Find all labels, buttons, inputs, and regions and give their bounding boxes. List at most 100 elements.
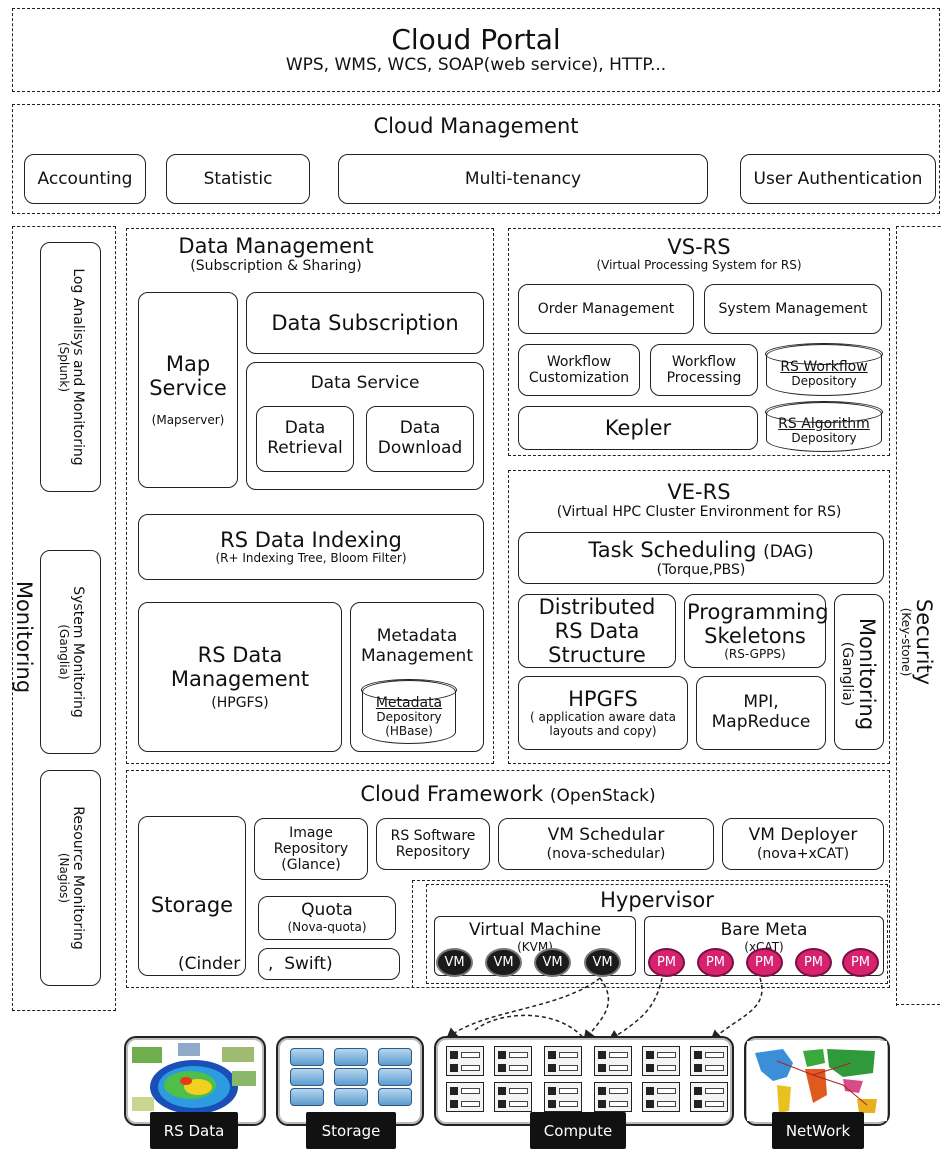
- pm-node: PM: [842, 948, 879, 977]
- server-icon: [494, 1082, 532, 1112]
- order-management-box: Order Management: [518, 284, 694, 334]
- rs-workflow-sub: Depository: [791, 374, 857, 389]
- data-retrieval-box: Data Retrieval: [256, 406, 354, 472]
- quota-label: Quota: [301, 900, 353, 921]
- image-repository-box: Image Repository (Glance): [254, 818, 368, 880]
- earth-map-icon: [132, 1043, 256, 1114]
- rs-data-management-label: RS Data Management: [170, 642, 310, 691]
- disk-icon: [378, 1088, 412, 1106]
- vs-rs-subtitle: (Virtual Processing System for RS): [596, 258, 802, 273]
- metadata-depository-line2: Depository: [376, 710, 442, 725]
- server-icon: [594, 1082, 632, 1112]
- system-monitoring-box: [40, 550, 101, 754]
- task-scheduling-label: Task Scheduling: [588, 537, 757, 562]
- data-download-box: Data Download: [366, 406, 474, 472]
- server-icon: [642, 1082, 680, 1112]
- server-icon: [594, 1046, 632, 1076]
- rs-data-management-sub: (HPGFS): [211, 695, 269, 712]
- cloud-management-layer: [12, 104, 940, 214]
- compute-resource: [434, 1036, 734, 1126]
- storage-label: Storage: [150, 893, 234, 917]
- metadata-management-label: Metadata Management: [361, 626, 473, 666]
- disk-icon: [334, 1068, 368, 1086]
- resource-monitoring-label: Resource Monitoring: [69, 806, 86, 950]
- disk-icon: [290, 1088, 324, 1106]
- vm-node: VM: [584, 948, 621, 977]
- pm-node: PM: [795, 948, 832, 977]
- disk-icon: [378, 1068, 412, 1086]
- cloud-portal-title: Cloud Portal: [391, 23, 561, 57]
- vs-rs-title: VS-RS: [667, 235, 731, 260]
- system-management-box: System Management: [704, 284, 882, 334]
- map-service-label: Map Service: [149, 351, 227, 401]
- vm-deployer-sub: (nova+xCAT): [756, 845, 850, 862]
- server-icon: [642, 1046, 680, 1076]
- storage-box: [138, 816, 246, 976]
- rs-data-management-box: RS Data Management (HPGFS): [138, 602, 342, 752]
- workflow-processing-box: Workflow Processing: [650, 344, 758, 396]
- security-text: Security (Key-stone): [897, 572, 937, 712]
- vm-scheduler-label: VM Schedular: [547, 825, 665, 846]
- monitoring-title: Monitoring: [12, 580, 37, 694]
- server-icon: [544, 1082, 582, 1112]
- ve-rs-monitoring-box: [834, 594, 884, 750]
- cloud-portal-text: Cloud Portal WPS, WMS, WCS, SOAP(web ser…: [12, 18, 940, 82]
- vm-node: VM: [436, 948, 473, 977]
- distributed-rs-data-structure-box: Distributed RS Data Structure: [518, 594, 676, 668]
- virtual-machine-label: Virtual Machine: [468, 920, 602, 941]
- system-monitoring-text: System Monitoring (Ganglia): [53, 550, 89, 754]
- resource-monitoring-text: Resource Monitoring (Nagios): [53, 770, 89, 986]
- statistic-box: Statistic: [166, 154, 310, 204]
- server-icon: [544, 1046, 582, 1076]
- task-scheduling-sub: (Torque,PBS): [656, 562, 746, 579]
- vm-deployer-box: VM Deployer (nova+xCAT): [722, 818, 884, 870]
- rs-data-resource: [124, 1036, 266, 1126]
- data-management-title: Data Management: [178, 233, 374, 258]
- accounting-box: Accounting: [24, 154, 146, 204]
- map-service-box: Map Service (Mapserver): [138, 292, 238, 488]
- security-title: Security: [911, 598, 936, 686]
- vs-rs-heading: VS-RS (Virtual Processing System for RS): [508, 232, 890, 276]
- vm-node: VM: [485, 948, 522, 977]
- rs-workflow-label: RS Workflow: [780, 359, 868, 376]
- vm-scheduler-sub: (nova-schedular): [546, 845, 666, 862]
- rs-workflow-depository-cylinder: RS Workflow Depository: [765, 343, 883, 396]
- security-layer: [896, 226, 941, 1006]
- server-icon: [494, 1046, 532, 1076]
- ve-rs-subtitle: (Virtual HPC Cluster Environment for RS): [556, 504, 842, 521]
- log-analysis-box: [40, 242, 101, 492]
- metadata-depository-cylinder: Metadata Depository (HBase): [361, 679, 457, 744]
- cloud-framework-line: Cloud Framework (OpenStack): [360, 782, 655, 807]
- programming-skeletons-sub: (RS-GPPS): [724, 647, 786, 662]
- system-monitoring-sub: (Ganglia): [56, 624, 71, 680]
- hypervisor-layer: [412, 880, 888, 988]
- resource-monitoring-box: [40, 770, 101, 986]
- vm-deployer-label: VM Deployer: [748, 825, 858, 846]
- pm-node: PM: [648, 948, 685, 977]
- metadata-depository-label: Metadata: [375, 695, 443, 712]
- rs-data-label: RS Data: [150, 1112, 238, 1149]
- task-scheduling-tag: (DAG): [763, 541, 814, 562]
- programming-skeletons-box: Programming Skeletons (RS-GPPS): [684, 594, 829, 668]
- data-management-heading: Data Management (Subscription & Sharing): [126, 232, 426, 276]
- log-analysis-label: Log Analisys and Monitoring: [69, 268, 86, 466]
- ve-rs-monitoring-text: Monitoring (Ganglia): [839, 609, 879, 739]
- pm-node: PM: [746, 948, 783, 977]
- disk-icon: [334, 1048, 368, 1066]
- programming-skeletons-label: Programming Skeletons: [687, 599, 829, 649]
- disk-icon: [290, 1068, 324, 1086]
- user-authentication-box: User Authentication: [740, 154, 936, 204]
- data-service-title: Data Service: [310, 373, 420, 393]
- storage-resource-label: Storage: [306, 1112, 396, 1149]
- data-subscription-box: Data Subscription: [246, 292, 484, 354]
- hpgfs-box: HPGFS ( application aware data layouts a…: [518, 676, 688, 750]
- rs-data-indexing-label: RS Data Indexing: [220, 528, 402, 553]
- workflow-customization-box: Workflow Customization: [518, 344, 640, 396]
- swift-box: [258, 948, 400, 980]
- resource-monitoring-sub: (Nagios): [56, 852, 71, 904]
- rs-data-indexing-sub: (R+ Indexing Tree, Bloom Filter): [215, 551, 407, 566]
- ve-rs-monitoring-sub: (Ganglia): [838, 641, 855, 707]
- server-icon: [690, 1082, 728, 1112]
- data-management-subtitle: (Subscription & Sharing): [190, 258, 362, 275]
- log-analysis-sub: (Splunk): [56, 341, 71, 393]
